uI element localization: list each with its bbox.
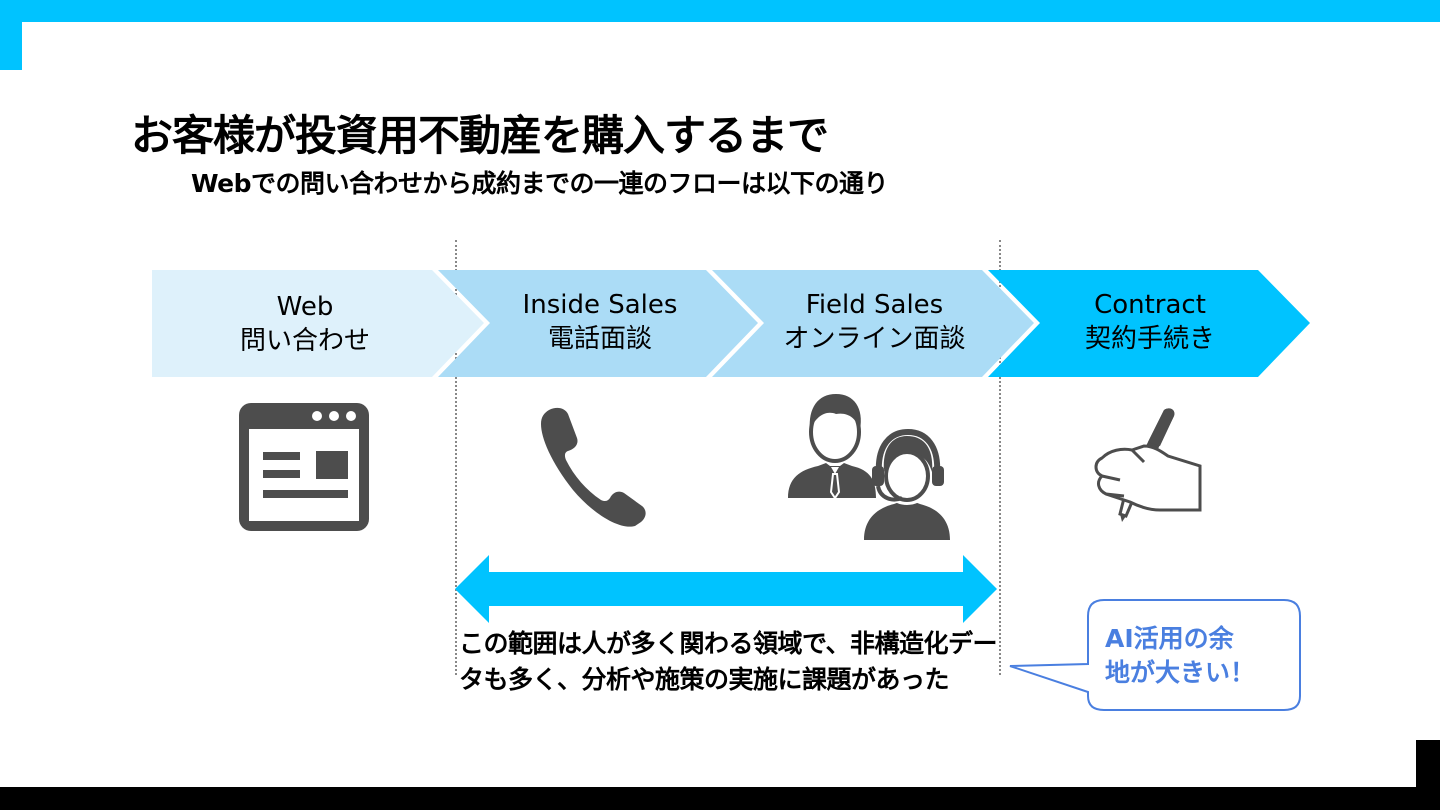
step-web-line1: Web	[276, 292, 334, 322]
step-field-sales-label: Field Sales オンライン面談	[752, 288, 997, 356]
top-accent-bar	[0, 0, 1440, 22]
slide-subtitle: Webでの問い合わせから成約までの一連のフローは以下の通り	[191, 169, 889, 198]
step-contract-label: Contract 契約手続き	[1030, 288, 1270, 356]
step-contract-line1: Contract	[1094, 290, 1206, 320]
top-left-accent-block	[0, 0, 22, 70]
callout-bubble	[1009, 599, 1301, 711]
range-double-arrow	[455, 555, 997, 623]
step-web-label: Web 問い合わせ	[185, 290, 425, 358]
step-inside-sales-line1: Inside Sales	[522, 290, 678, 320]
bottom-accent-bar	[0, 787, 1440, 810]
step-inside-sales-label: Inside Sales 電話面談	[480, 288, 720, 356]
range-divider-left	[455, 240, 457, 675]
pen-signing-icon	[1094, 408, 1202, 522]
chevron-step-contract	[988, 270, 1310, 377]
chevron-step-field-sales	[712, 270, 1034, 377]
step-field-sales-line1: Field Sales	[805, 290, 944, 320]
step-inside-sales-line2: 電話面談	[547, 324, 652, 354]
sales-people-icon	[788, 394, 950, 540]
phone-handset-icon	[541, 407, 646, 527]
callout-line1: AI活用の余	[1105, 624, 1234, 653]
callout-line2: 地が大きい！	[1105, 658, 1256, 687]
range-note: この範囲は人が多く関わる領域で、非構造化データも多く、分析や施策の実施に課題があ…	[459, 629, 998, 694]
range-divider-right	[999, 240, 1001, 675]
chevron-step-inside-sales	[438, 270, 758, 377]
step-field-sales-line2: オンライン面談	[783, 324, 966, 354]
step-web-line2: 問い合わせ	[239, 326, 370, 356]
browser-window-icon	[239, 403, 369, 531]
step-contract-line2: 契約手続き	[1084, 324, 1215, 354]
chevron-step-web	[152, 270, 484, 377]
slide-title: お客様が投資用不動産を購入するまで	[131, 111, 829, 160]
callout-text: AI活用の余 地が大きい！	[1105, 622, 1255, 690]
